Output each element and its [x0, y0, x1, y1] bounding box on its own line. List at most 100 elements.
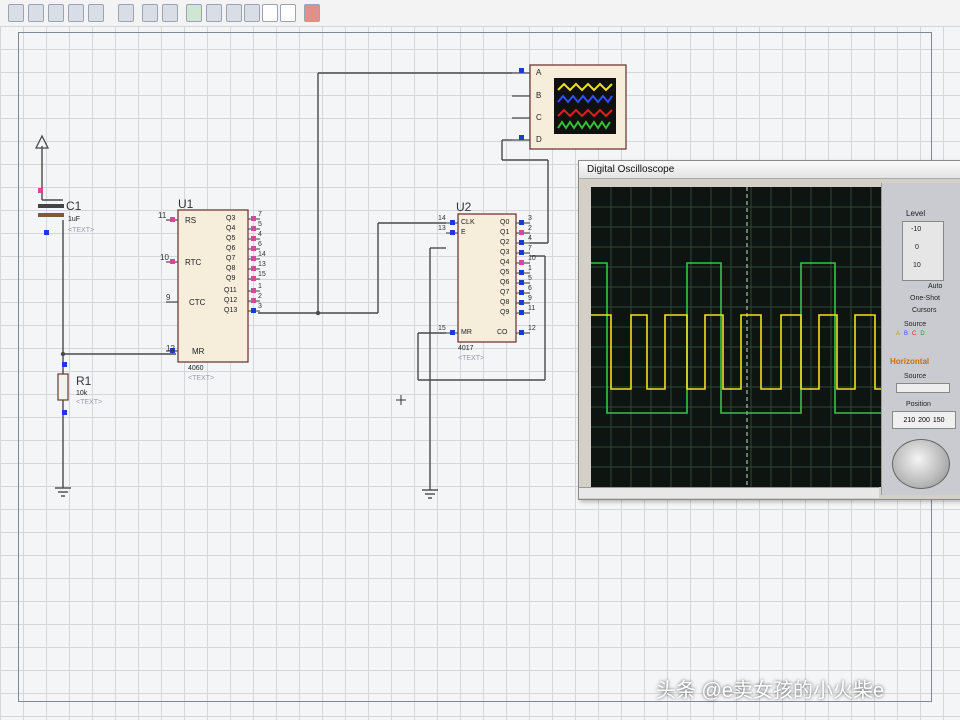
u2-pin-mr: MR: [461, 329, 472, 336]
u1-pin-q7: Q7: [226, 255, 236, 262]
u1-pin-q3: Q3: [226, 215, 236, 222]
u1-pin-num: 9: [166, 293, 171, 302]
level-label: Level: [906, 209, 926, 218]
u1-pin-rs: RS: [185, 216, 197, 225]
level-tick: 0: [915, 244, 919, 251]
u2-pin-q8: Q8: [500, 299, 510, 306]
u2-pin-num: 9: [528, 295, 532, 302]
u1-pin-q9: Q9: [226, 275, 236, 282]
u1-pin-num: 2: [258, 293, 262, 300]
u2-pin-q9: Q9: [500, 309, 510, 316]
u1-pin-num: 10: [160, 253, 169, 262]
u1-pin-q13: Q13: [224, 307, 238, 314]
u1-pin-q8: Q8: [226, 265, 236, 272]
u2-pin-num: 7: [528, 245, 532, 252]
source-channel-d[interactable]: D: [920, 331, 925, 337]
horizontal-section-title: Horizontal: [890, 357, 930, 366]
r1-text: <TEXT>: [76, 399, 103, 406]
u1-pin-q12: Q12: [224, 297, 238, 304]
one-shot-label[interactable]: One-Shot: [910, 295, 940, 302]
horizontal-source-slider[interactable]: [896, 383, 950, 393]
r1-value: 10k: [76, 390, 88, 397]
delete-icon[interactable]: [244, 4, 260, 22]
save-icon[interactable]: [48, 4, 64, 22]
scope-channel-d: D: [536, 135, 542, 144]
tool-icon[interactable]: [226, 4, 242, 22]
u1-pin-ctc: CTC: [189, 298, 206, 307]
u2-pin-num: 2: [528, 225, 532, 232]
u2-pin-num: 15: [438, 325, 446, 332]
u1-pin-num: 7: [258, 211, 262, 218]
u1-pin-num: 15: [258, 271, 266, 278]
u2-pin-num: 13: [438, 225, 446, 232]
u2-pin-q0: Q0: [500, 219, 510, 226]
source-channel-c[interactable]: C: [912, 331, 917, 337]
u1-pin-num: 12: [166, 344, 175, 353]
r1-ref: R1: [76, 374, 92, 388]
source-channel-b[interactable]: B: [904, 331, 909, 337]
position-value: 210: [903, 416, 916, 424]
u1-pin-num: 6: [258, 241, 262, 248]
u2-pin-num: 14: [438, 215, 446, 222]
toolbar: [0, 0, 960, 27]
cursors-label[interactable]: Cursors: [912, 307, 937, 314]
u1-pin-rtc: RTC: [185, 258, 202, 267]
source-channel-a[interactable]: A: [896, 331, 901, 337]
u2-pin-q1: Q1: [500, 229, 510, 236]
u1-pin-num: 14: [258, 251, 266, 258]
u2-pin-co: CO: [497, 329, 508, 336]
source-label: Source: [904, 321, 927, 328]
u2-part: 4017: [458, 345, 474, 352]
position-value: 200: [918, 416, 930, 424]
block-icon[interactable]: [186, 4, 202, 22]
settings-icon[interactable]: [304, 4, 320, 22]
position-dial[interactable]: 210 200 150: [892, 411, 956, 429]
copy-icon[interactable]: [88, 4, 104, 22]
oscilloscope-control-panel: Level -10 0 10 Auto One-Shot Cursors Sou…: [881, 183, 960, 495]
open-icon[interactable]: [28, 4, 44, 22]
oscilloscope-window[interactable]: Digital Oscilloscope Level -10 0: [578, 160, 960, 500]
search-icon[interactable]: [142, 4, 158, 22]
c1-ref: C1: [66, 199, 82, 213]
u2-pin-num: 12: [528, 325, 536, 332]
u2-pin-q6: Q6: [500, 279, 510, 286]
position-label: Position: [906, 401, 931, 408]
u2-pin-q4: Q4: [500, 259, 510, 266]
u1-pin-num: 1: [258, 283, 262, 290]
oscilloscope-screen: [591, 187, 887, 487]
auto-label[interactable]: Auto: [928, 283, 943, 290]
u1-pin-num: 3: [258, 303, 262, 310]
u1-part: 4060: [188, 365, 204, 372]
new-icon[interactable]: [8, 4, 24, 22]
u1-ref: U1: [178, 197, 194, 211]
doc-icon[interactable]: [262, 4, 278, 22]
wire-icon[interactable]: [118, 4, 134, 22]
report-icon[interactable]: [280, 4, 296, 22]
cut-icon[interactable]: [68, 4, 84, 22]
watermark: 头条 @e卖女孩的小火柴e: [656, 680, 885, 702]
u1-pin-q11: Q11: [224, 287, 237, 294]
u2-pin-q7: Q7: [500, 289, 510, 296]
u2-pin-q3: Q3: [500, 249, 510, 256]
c1-text: <TEXT>: [68, 227, 95, 234]
oscilloscope-scrollbar[interactable]: [579, 487, 879, 498]
c1-value: 1uF: [68, 216, 81, 223]
position-value: 150: [932, 416, 945, 424]
timebase-knob[interactable]: [892, 439, 950, 489]
u1-pin-num: 4: [258, 231, 262, 238]
component-icon[interactable]: [162, 4, 178, 22]
u1-pin-q6: Q6: [226, 245, 236, 252]
u1-text: <TEXT>: [188, 375, 215, 382]
level-tick: 10: [913, 262, 921, 269]
u1-pin-q4: Q4: [226, 225, 236, 232]
source-channel-selector[interactable]: A B C D: [896, 331, 952, 339]
level-slider[interactable]: -10 0 10: [902, 221, 944, 281]
paste-icon[interactable]: [206, 4, 222, 22]
u1-pin-num: 13: [258, 261, 266, 268]
u1-pin-num: 5: [258, 221, 262, 228]
oscilloscope-title[interactable]: Digital Oscilloscope: [579, 161, 960, 179]
u2-pin-num: 5: [528, 275, 532, 282]
u2-pin-num: 11: [528, 305, 536, 312]
u2-text: <TEXT>: [458, 355, 485, 362]
